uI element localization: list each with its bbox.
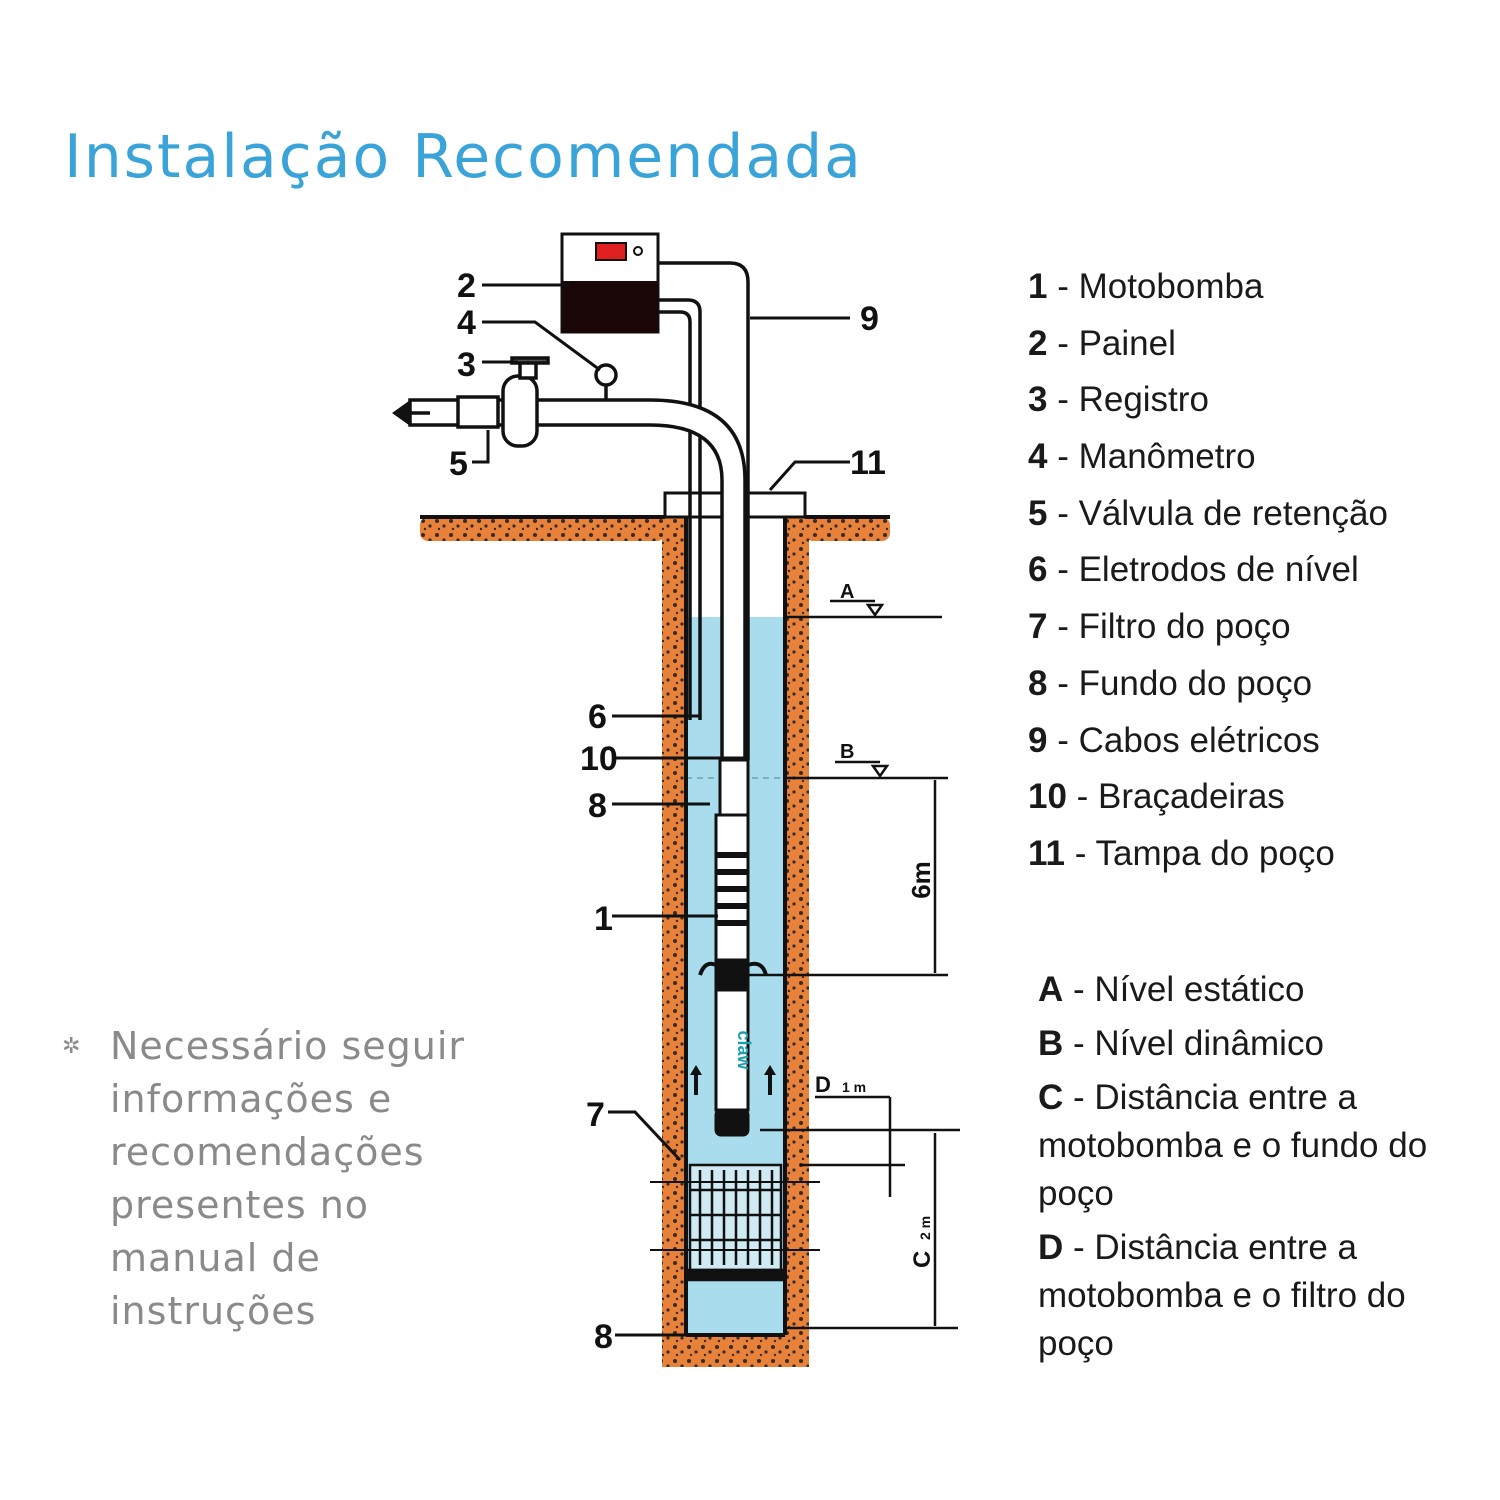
- legend-item: 2 - Painel: [1028, 323, 1176, 363]
- legend-item: C - Distância entre a motobomba e o fund…: [1038, 1078, 1428, 1213]
- callout-1: 1: [594, 900, 613, 938]
- legend-item: 10 - Braçadeiras: [1028, 777, 1285, 817]
- legend-item: 11 - Tampa do poço: [1028, 833, 1335, 873]
- legend-item: D - Distância entre a motobomba e o filt…: [1038, 1228, 1406, 1363]
- pump-brand: claw: [734, 1030, 754, 1070]
- callout-7: 7: [586, 1096, 605, 1134]
- legend-item: B - Nível dinâmico: [1038, 1024, 1324, 1063]
- callout-2: 2: [457, 267, 476, 305]
- callout-11: 11: [850, 444, 886, 482]
- level-d-label: D: [815, 1072, 831, 1097]
- panel-display: [595, 242, 627, 261]
- discharge-pipe: [391, 356, 747, 762]
- asterisk-icon: ✲: [62, 1034, 82, 1059]
- control-panel: [560, 232, 660, 334]
- ground: [420, 515, 890, 1367]
- electric-cables: [658, 261, 750, 760]
- callout-leaders: [472, 283, 850, 1337]
- legend-item: 1 - Motobomba: [1028, 267, 1264, 306]
- legend-item: 5 - Válvula de retenção: [1028, 493, 1388, 533]
- callout-4: 4: [457, 304, 476, 342]
- dimension-d: 1 m: [842, 1079, 866, 1095]
- legend-item: 8 - Fundo do poço: [1028, 663, 1313, 703]
- legend-item: 9 - Cabos elétricos: [1028, 720, 1320, 760]
- legend-item: 6 - Eletrodos de nível: [1028, 550, 1359, 590]
- level-b-label: B: [840, 741, 854, 763]
- submersible-pump: claw: [690, 758, 776, 1137]
- callout-3: 3: [457, 346, 476, 384]
- callout-10: 10: [580, 740, 618, 778]
- level-markers: [748, 599, 960, 1330]
- components-legend: 1 - Motobomba 2 - Painel 3 - Registro 4 …: [1028, 266, 1388, 890]
- legend-item: A - Nível estático: [1038, 970, 1305, 1009]
- dimension-6m: 6m: [906, 861, 936, 899]
- levels-legend: A - Nível estático B - Nível dinâmico C …: [1038, 966, 1458, 1374]
- instructions-note: ✲ Necessário seguir informações e recome…: [62, 1020, 530, 1338]
- legend-item: 4 - Manômetro: [1028, 437, 1256, 477]
- note-text: Necessário seguir informações e recomend…: [110, 1024, 466, 1333]
- callout-6: 6: [588, 698, 607, 736]
- legend-item: 7 - Filtro do poço: [1028, 607, 1291, 647]
- callout-8-top: 8: [588, 787, 607, 825]
- level-c-label: C: [909, 1251, 936, 1268]
- dimension-c: 2 m: [917, 1216, 933, 1240]
- legend-item: 3 - Registro: [1028, 380, 1209, 420]
- callout-9: 9: [860, 300, 879, 338]
- callout-8-bottom: 8: [594, 1318, 613, 1356]
- callout-5: 5: [449, 445, 468, 483]
- page-title: Instalação Recomendada: [64, 122, 863, 192]
- level-a-label: A: [840, 581, 854, 603]
